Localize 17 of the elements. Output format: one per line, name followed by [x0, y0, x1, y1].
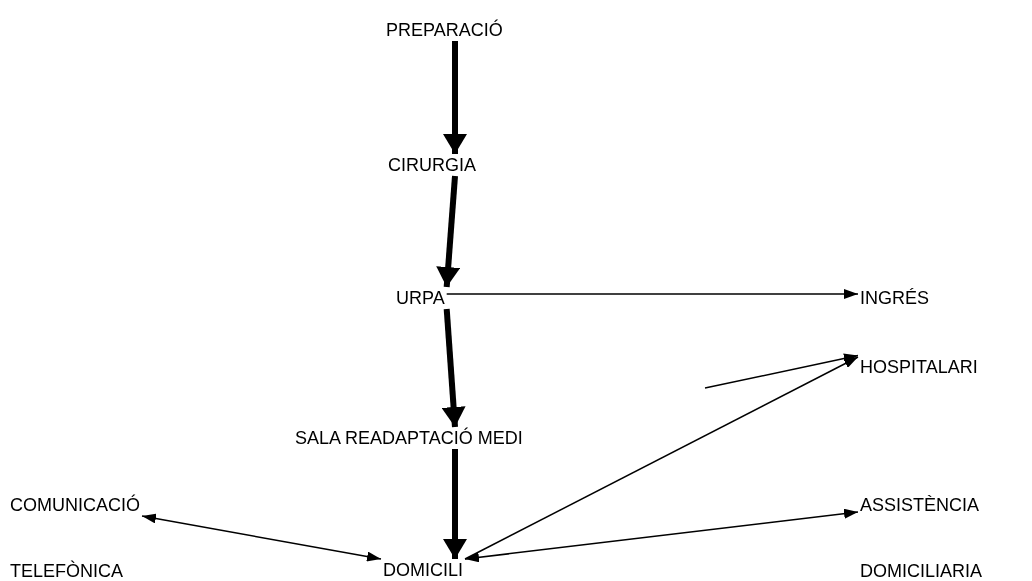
- arrow: [141, 513, 382, 562]
- step-label: SALA READAPTACIÓ MEDI: [295, 428, 523, 448]
- step-label: CIRURGIA: [388, 155, 476, 175]
- arrow: [445, 289, 859, 299]
- arrow: [704, 353, 859, 389]
- arrow: [464, 508, 859, 563]
- arrow: [443, 41, 467, 154]
- arrow: [464, 356, 859, 560]
- step-label: COMUNICACIÓ TELEFÒNICA: [10, 495, 140, 581]
- step-label: DOMICILI: [383, 560, 463, 580]
- arrow: [436, 175, 461, 288]
- step-label: INGRÉS HOSPITALARI: [860, 287, 978, 377]
- arrow: [443, 449, 467, 559]
- step-label: PREPARACIÓ: [386, 20, 503, 40]
- arrow: [441, 308, 466, 428]
- step-label: ASSISTÈNCIA DOMICILIARIA: [860, 495, 983, 581]
- step-label: URPA: [396, 288, 445, 308]
